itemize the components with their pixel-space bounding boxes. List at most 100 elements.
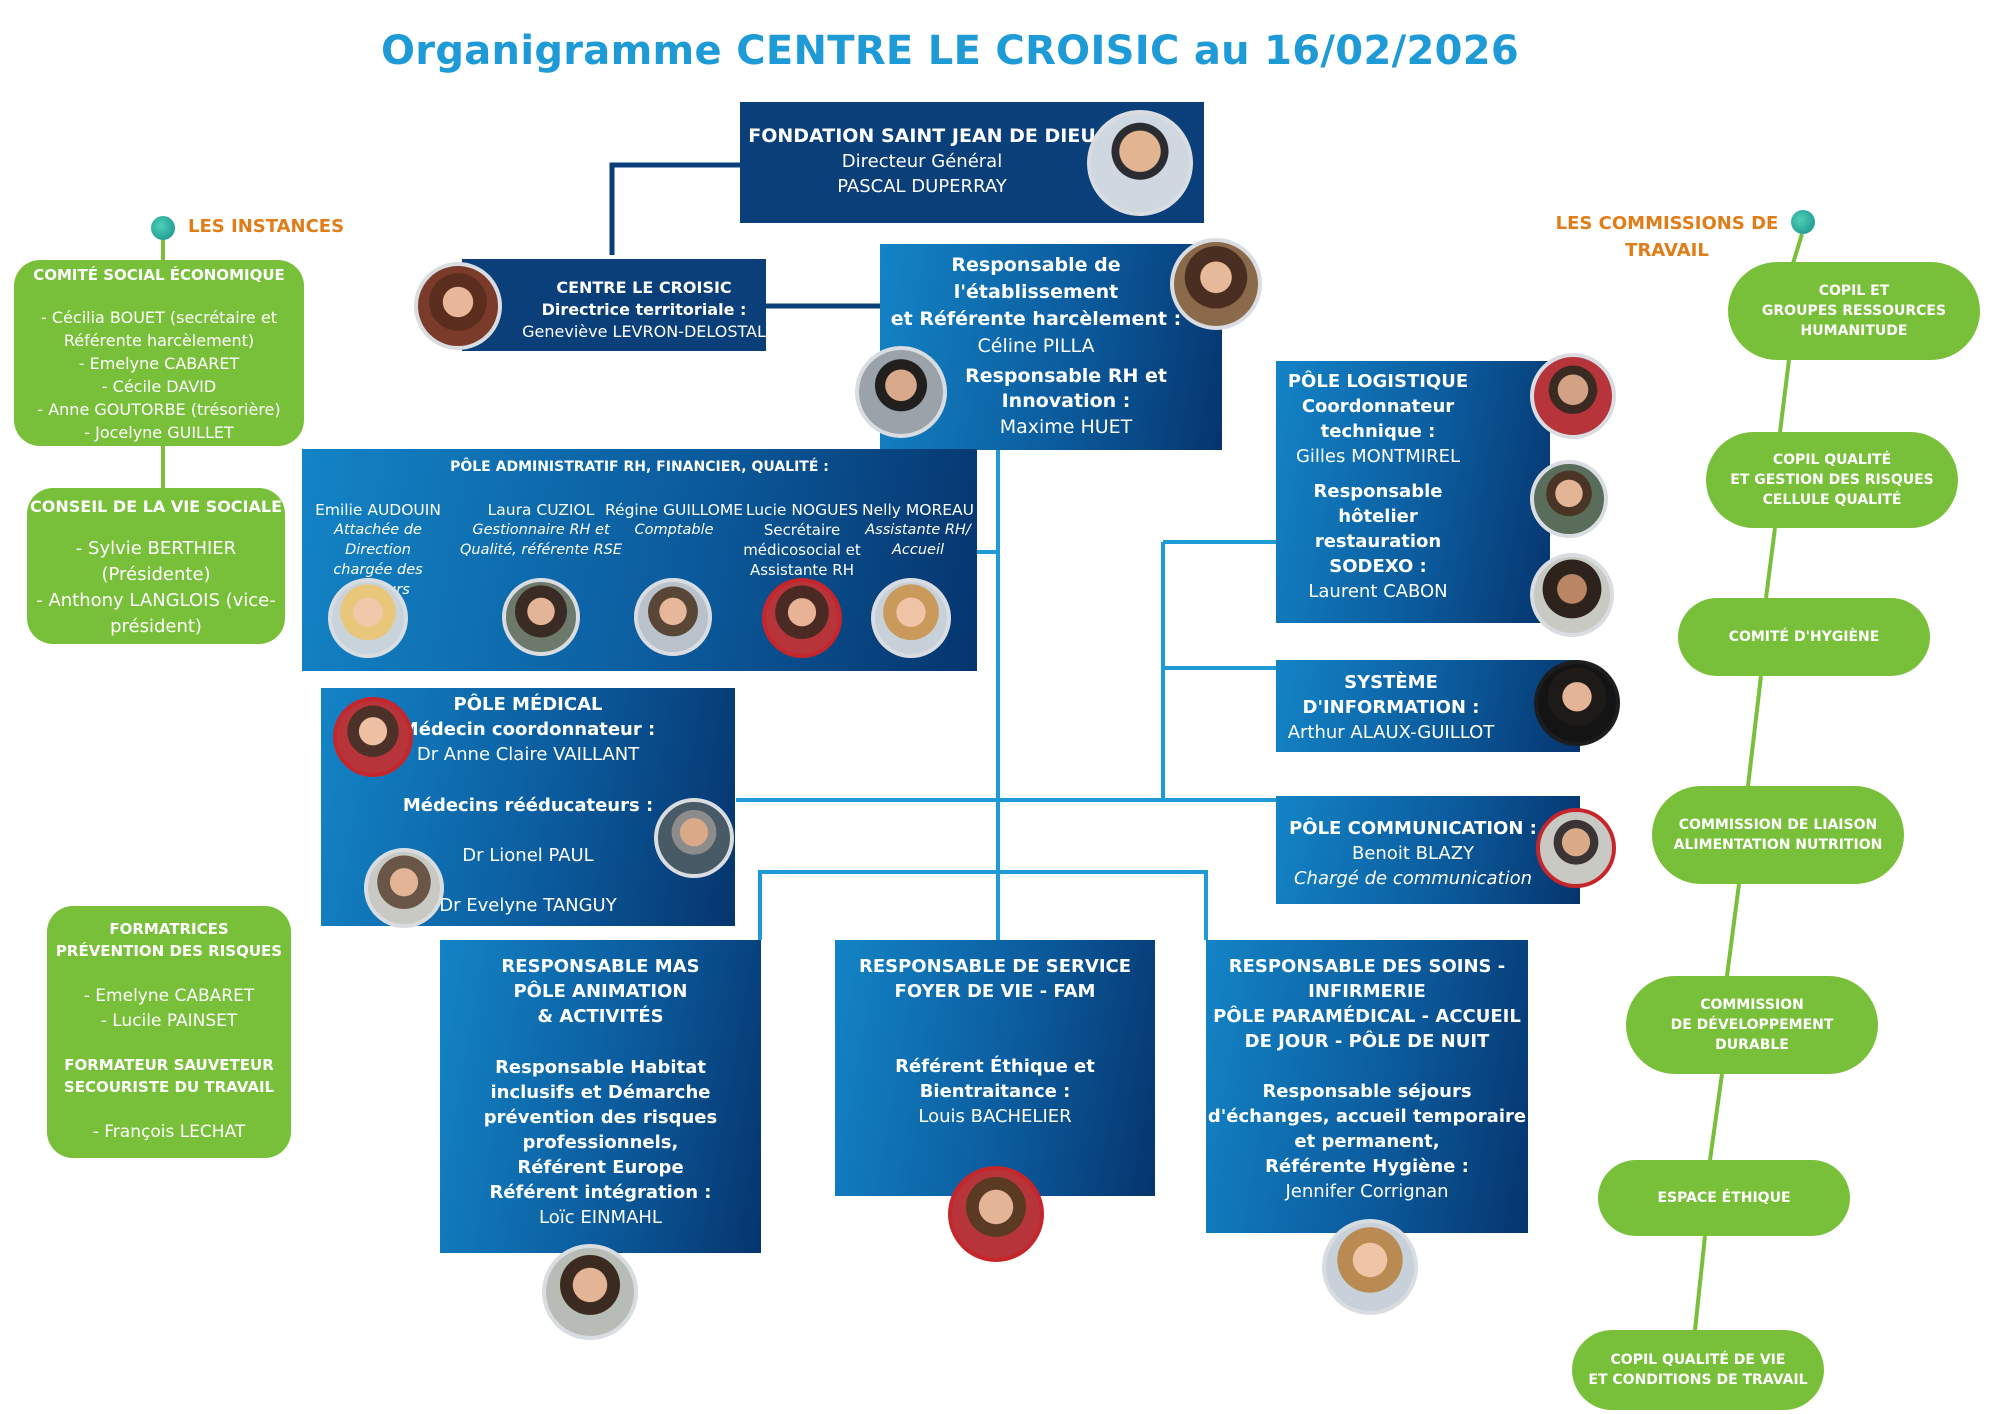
- fam-heading: RESPONSABLE DE SERVICE: [858, 956, 1132, 977]
- soins-role: d'échanges, accueil temporaire: [1207, 1106, 1527, 1127]
- admin-member-role: Attachée de Direction: [334, 522, 422, 558]
- admin-member-role: médicosocial et: [743, 541, 861, 559]
- avatar-lucie-nogues: [762, 578, 842, 658]
- mas-role: Référent intégration :: [489, 1182, 712, 1203]
- cvs-heading: CONSEIL DE LA VIE SOCIALE: [30, 497, 282, 516]
- mas-role: Référent Europe: [517, 1157, 684, 1178]
- cse-line: - Jocelyne GUILLET: [84, 423, 234, 442]
- commission-developpement-durable: COMMISSION DE DÉVELOPPEMENT DURABLE: [1626, 976, 1878, 1074]
- communication-box: PÔLE COMMUNICATION : Benoit BLAZY Chargé…: [1276, 796, 1580, 904]
- formateur-heading: SECOURISTE DU TRAVAIL: [63, 1078, 275, 1096]
- admin-member-name: Régine GUILLOME: [604, 501, 744, 519]
- avatar-laura-cuziol: [502, 578, 580, 656]
- avatar-maxime-huet: [855, 346, 947, 438]
- centre-name: CENTRE LE CROISIC: [556, 278, 732, 297]
- cse-line: - Anne GOUTORBE (trésorière): [37, 400, 281, 419]
- formatrices-box: FORMATRICES PRÉVENTION DES RISQUES - Eme…: [47, 906, 291, 1158]
- fondation-role: Directeur Général: [841, 151, 1003, 172]
- commissions-bullet-icon: [1791, 210, 1815, 234]
- admin-member-role: Accueil: [891, 542, 945, 558]
- cse-line: - Cécile DAVID: [101, 377, 217, 396]
- cse-heading: COMITÉ SOCIAL ÉCONOMIQUE: [33, 266, 285, 284]
- avatar-jennifer-corrignan: [1322, 1219, 1418, 1315]
- commissions-label: LES COMMISSIONS DE TRAVAIL: [1540, 210, 1794, 264]
- fondation-person: PASCAL DUPERRAY: [837, 176, 1007, 197]
- mas-box: RESPONSABLE MAS PÔLE ANIMATION & ACTIVIT…: [440, 940, 761, 1253]
- admin-member-3: Régine GUILLOME Comptable: [604, 500, 744, 540]
- avatar-genevieve-levron-delostal: [414, 262, 502, 350]
- formateur-heading: FORMATEUR SAUVETEUR: [64, 1056, 274, 1074]
- cvs-box: CONSEIL DE LA VIE SOCIALE - Sylvie BERTH…: [27, 488, 285, 644]
- fondation-name: FONDATION SAINT JEAN DE DIEU: [748, 125, 1096, 147]
- commission-comite-hygiene: COMITÉ D'HYGIÈNE: [1678, 598, 1930, 676]
- admin-member-role: Assistante RH: [749, 561, 855, 579]
- centre-person: Geneviève LEVRON-DELOSTAL: [522, 322, 766, 341]
- si-person: Arthur ALAUX-GUILLOT: [1287, 722, 1495, 743]
- commission-line: COMMISSION: [1700, 997, 1804, 1013]
- communication-heading: PÔLE COMMUNICATION :: [1289, 818, 1537, 839]
- soins-box: RESPONSABLE DES SOINS - INFIRMERIE PÔLE …: [1206, 940, 1528, 1233]
- admin-member-role: Gestionnaire RH et: [472, 522, 610, 538]
- responsable-role1-b: l'établissement: [953, 281, 1119, 303]
- medical-role2: Médecins rééducateurs :: [402, 795, 654, 816]
- communication-role: Chargé de communication: [1293, 868, 1533, 889]
- commission-espace-ethique: ESPACE ÉTHIQUE: [1598, 1160, 1850, 1236]
- avatar-louis-bachelier: [948, 1166, 1044, 1262]
- commission-copil-humanitude: COPIL ET GROUPES RESSOURCES HUMANITUDE: [1728, 262, 1980, 360]
- commission-copil-qualite: COPIL QUALITÉ ET GESTION DES RISQUES CEL…: [1706, 432, 1958, 528]
- commission-line: ET CONDITIONS DE TRAVAIL: [1588, 1372, 1808, 1388]
- commission-line: DE DÉVELOPPEMENT: [1670, 1017, 1834, 1033]
- fam-role: Référent Éthique et: [895, 1056, 1095, 1077]
- formatrices-heading: FORMATRICES: [109, 920, 229, 938]
- admin-member-name: Emilie AUDOUIN: [315, 501, 441, 519]
- si-heading-b: D'INFORMATION :: [1302, 697, 1480, 718]
- logistique-role3: Gouvernante :: [1305, 620, 1451, 641]
- commissions-label-b: TRAVAIL: [1625, 240, 1709, 261]
- formatrices-line: - Emelyne CABARET: [83, 986, 255, 1006]
- avatar-celine-pilla: [1170, 238, 1262, 330]
- mas-heading: PÔLE ANIMATION: [513, 981, 688, 1002]
- medical-person1: Dr Anne Claire VAILLANT: [416, 744, 640, 765]
- avatar-gilles-montmirel: [1530, 353, 1616, 439]
- cvs-line: - Sylvie BERTHIER: [75, 538, 237, 559]
- avatar-loic-einmahl: [542, 1244, 638, 1340]
- mas-role: prévention des risques: [483, 1107, 718, 1128]
- responsable-role1-c: et Référente harcèlement :: [890, 308, 1182, 330]
- admin-member-role: Secrétaire: [763, 521, 841, 539]
- logistique-role2-b: restauration SODEXO :: [1314, 531, 1442, 577]
- fam-role: Bientraitance :: [919, 1081, 1071, 1102]
- avatar-benoit-blazy: [1536, 808, 1616, 888]
- commission-line: COPIL QUALITÉ DE VIE: [1610, 1352, 1786, 1368]
- logistique-role1-a: Coordonnateur: [1301, 396, 1455, 417]
- cse-line: - Cécilia BOUET (secrétaire et: [41, 308, 277, 327]
- commission-line: COMITÉ D'HYGIÈNE: [1728, 629, 1880, 645]
- soins-heading: PÔLE PARAMÉDICAL - ACCUEIL: [1213, 1006, 1521, 1027]
- admin-member-name: Nelly MOREAU: [862, 501, 974, 519]
- si-box: SYSTÈME D'INFORMATION : Arthur ALAUX-GUI…: [1276, 660, 1580, 752]
- mas-role: professionnels,: [522, 1132, 679, 1153]
- instances-bullet-icon: [151, 216, 175, 240]
- logistique-person2: Laurent CABON: [1308, 581, 1448, 602]
- admin-member-2: Laura CUZIOL Gestionnaire RH et Qualité,…: [460, 500, 622, 560]
- medical-person3: Dr Evelyne TANGUY: [439, 895, 617, 916]
- commission-line: ALIMENTATION NUTRITION: [1673, 837, 1883, 853]
- logistique-role1-b: technique :: [1320, 421, 1436, 442]
- soins-role: Responsable séjours: [1262, 1081, 1472, 1102]
- logistique-person1: Gilles MONTMIREL: [1295, 446, 1461, 467]
- cvs-line: (Présidente): [101, 564, 211, 585]
- commission-copil-qvct: COPIL QUALITÉ DE VIE ET CONDITIONS DE TR…: [1572, 1330, 1824, 1410]
- logistique-box: PÔLE LOGISTIQUE Coordonnateur technique …: [1276, 361, 1550, 666]
- avatar-pascal-duperray: [1087, 110, 1193, 216]
- cse-line: Référente harcèlement): [63, 331, 255, 350]
- avatar-lionel-paul: [654, 798, 734, 878]
- medical-person2: Dr Lionel PAUL: [462, 845, 594, 866]
- medical-heading: PÔLE MÉDICAL: [453, 694, 603, 715]
- admin-member-5: Nelly MOREAU Assistante RH/ Accueil: [860, 500, 976, 560]
- commission-line: ESPACE ÉTHIQUE: [1657, 1190, 1791, 1206]
- centre-box: CENTRE LE CROISIC Directrice territorial…: [462, 259, 766, 351]
- soins-person: Jennifer Corrignan: [1285, 1181, 1449, 1202]
- commission-liaison-alimentation: COMMISSION DE LIAISON ALIMENTATION NUTRI…: [1652, 786, 1904, 884]
- commission-line: HUMANITUDE: [1800, 323, 1908, 339]
- avatar-nelly-moreau: [871, 578, 951, 658]
